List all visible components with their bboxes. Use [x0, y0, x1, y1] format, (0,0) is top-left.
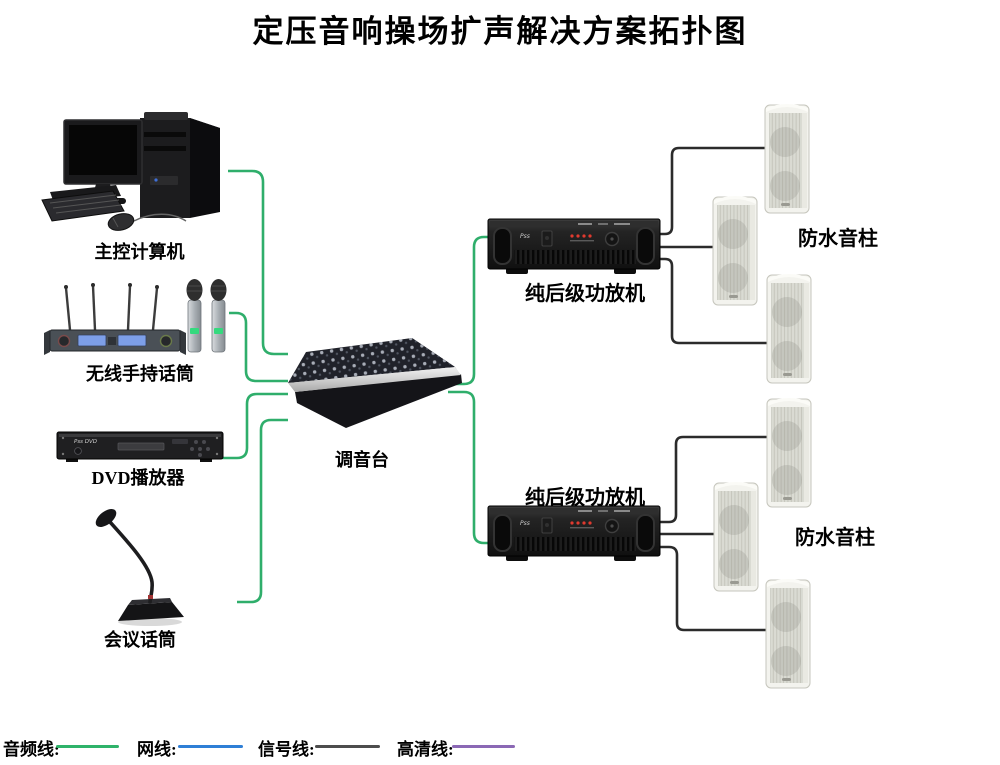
- legend-label-network: 网线:: [137, 740, 177, 759]
- conference-mic-node: [95, 509, 184, 626]
- speaker-group-top-label: 防水音柱: [798, 228, 878, 250]
- audio-line-mixer-to-amp-bottom: [448, 390, 494, 545]
- amplifier-bottom-label: 纯后级功放机: [525, 487, 645, 509]
- handheld-mic-2: [210, 279, 227, 353]
- speaker-bottom-3: [766, 579, 810, 688]
- wireless-mic-label: 无线手持话筒: [86, 364, 194, 384]
- amplifier-top-label: 纯后级功放机: [525, 283, 645, 305]
- amplifier-bottom-node: [488, 506, 660, 561]
- amplifier-top-node: [488, 219, 660, 274]
- legend-swatch-audio: [56, 745, 119, 748]
- legend-label-hd: 高清线:: [397, 740, 454, 759]
- signal-line-amp-top-to-speaker3: [656, 257, 770, 345]
- wireless-mic-node: [44, 279, 227, 355]
- dvd-player-label: DVD播放器: [91, 468, 185, 488]
- wireless-receiver: [44, 283, 186, 355]
- computer-node: [41, 112, 220, 231]
- conference-mic-label: 会议话筒: [104, 630, 176, 650]
- page-title: 定压音响操场扩声解决方案拓扑图: [252, 14, 748, 49]
- signal-lines: [656, 146, 770, 632]
- svg-text:Pss DVD: Pss DVD: [74, 439, 97, 445]
- legend: 音频线: 网线: 信号线: 高清线:: [0, 732, 1000, 760]
- mixer-node: [288, 338, 462, 428]
- computer-monitor: [63, 119, 143, 204]
- speaker-group-bottom-label: 防水音柱: [795, 527, 875, 549]
- dvd-player-node: Pss DVD: [56, 431, 224, 462]
- computer-label: 主控计算机: [94, 242, 185, 262]
- signal-line-amp-bottom-to-speaker6: [656, 545, 769, 632]
- legend-swatch-signal: [315, 745, 380, 748]
- computer-keyboard: [41, 185, 125, 222]
- computer-mouse: [107, 213, 187, 231]
- legend-swatch-hd: [452, 745, 515, 748]
- audio-lines: [221, 169, 494, 604]
- audio-line-confmic-to-mixer: [237, 418, 288, 604]
- audio-line-dvd-to-mixer: [221, 392, 288, 460]
- audio-line-wirelessmic-to-mixer: [229, 311, 288, 383]
- signal-line-amp-bottom-to-speaker4: [656, 435, 770, 524]
- legend-swatch-network: [178, 745, 243, 748]
- signal-line-amp-top-to-speaker1: [656, 146, 768, 236]
- mixer-label: 调音台: [335, 450, 389, 470]
- handheld-mic-1: [186, 279, 203, 353]
- speaker-bottom-1: [767, 398, 811, 507]
- speaker-top-1: [765, 104, 809, 213]
- legend-label-signal: 信号线:: [258, 740, 315, 759]
- audio-line-mixer-to-amp-top: [450, 235, 494, 386]
- speaker-top-3: [767, 274, 811, 383]
- legend-label-audio: 音频线:: [3, 740, 60, 759]
- audio-line-computer-to-mixer: [228, 169, 288, 356]
- computer-tower: [140, 112, 220, 218]
